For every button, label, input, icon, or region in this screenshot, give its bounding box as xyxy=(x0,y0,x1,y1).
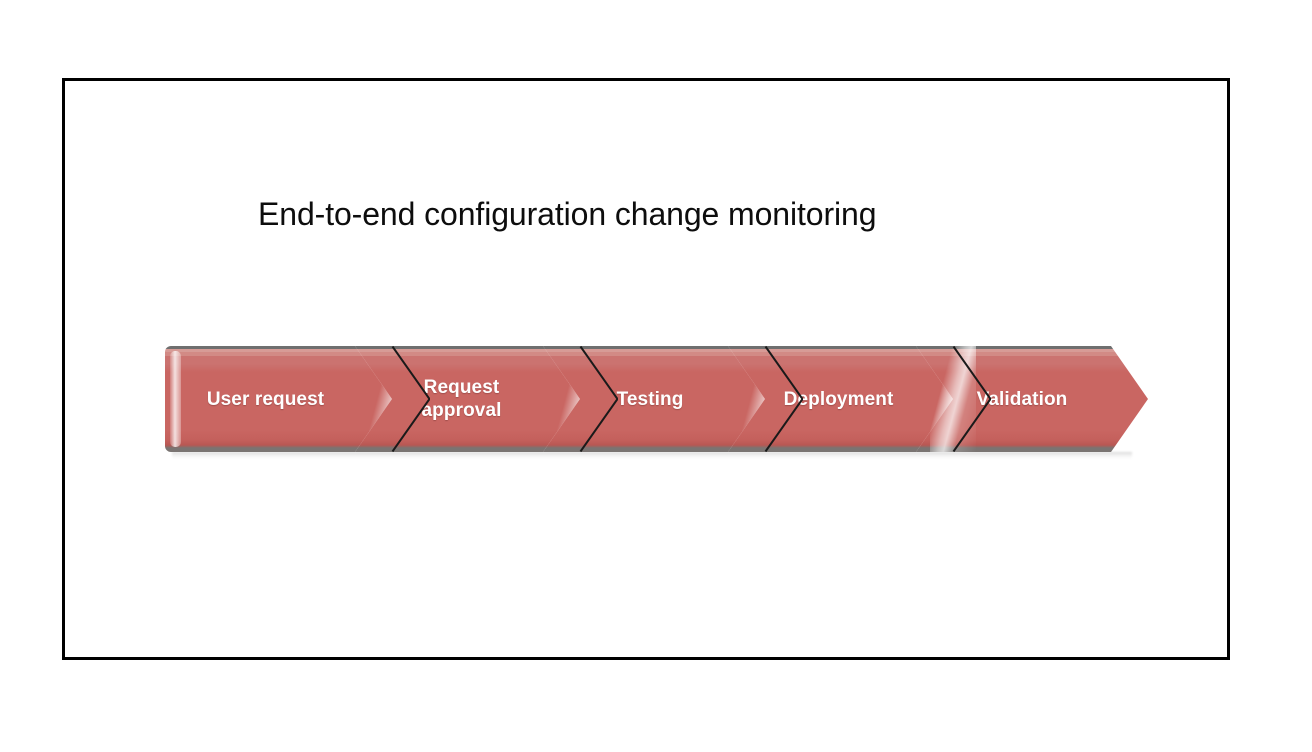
process-stage-5-label: Validation xyxy=(976,388,1068,410)
process-chevron-band: User request Request approval Testing xyxy=(165,346,1148,452)
process-stage-5[interactable]: Validation xyxy=(916,346,1148,452)
chevron-shape-1 xyxy=(165,346,392,452)
process-stage-4-label: Deployment xyxy=(783,388,894,410)
page-title: End-to-end configuration change monitori… xyxy=(258,196,877,232)
process-stage-3-label: Testing xyxy=(616,388,684,410)
process-band-shadow xyxy=(172,452,1132,459)
process-stage-2-label: Request approval xyxy=(421,377,502,421)
process-stage-1-label: User request xyxy=(206,388,325,410)
